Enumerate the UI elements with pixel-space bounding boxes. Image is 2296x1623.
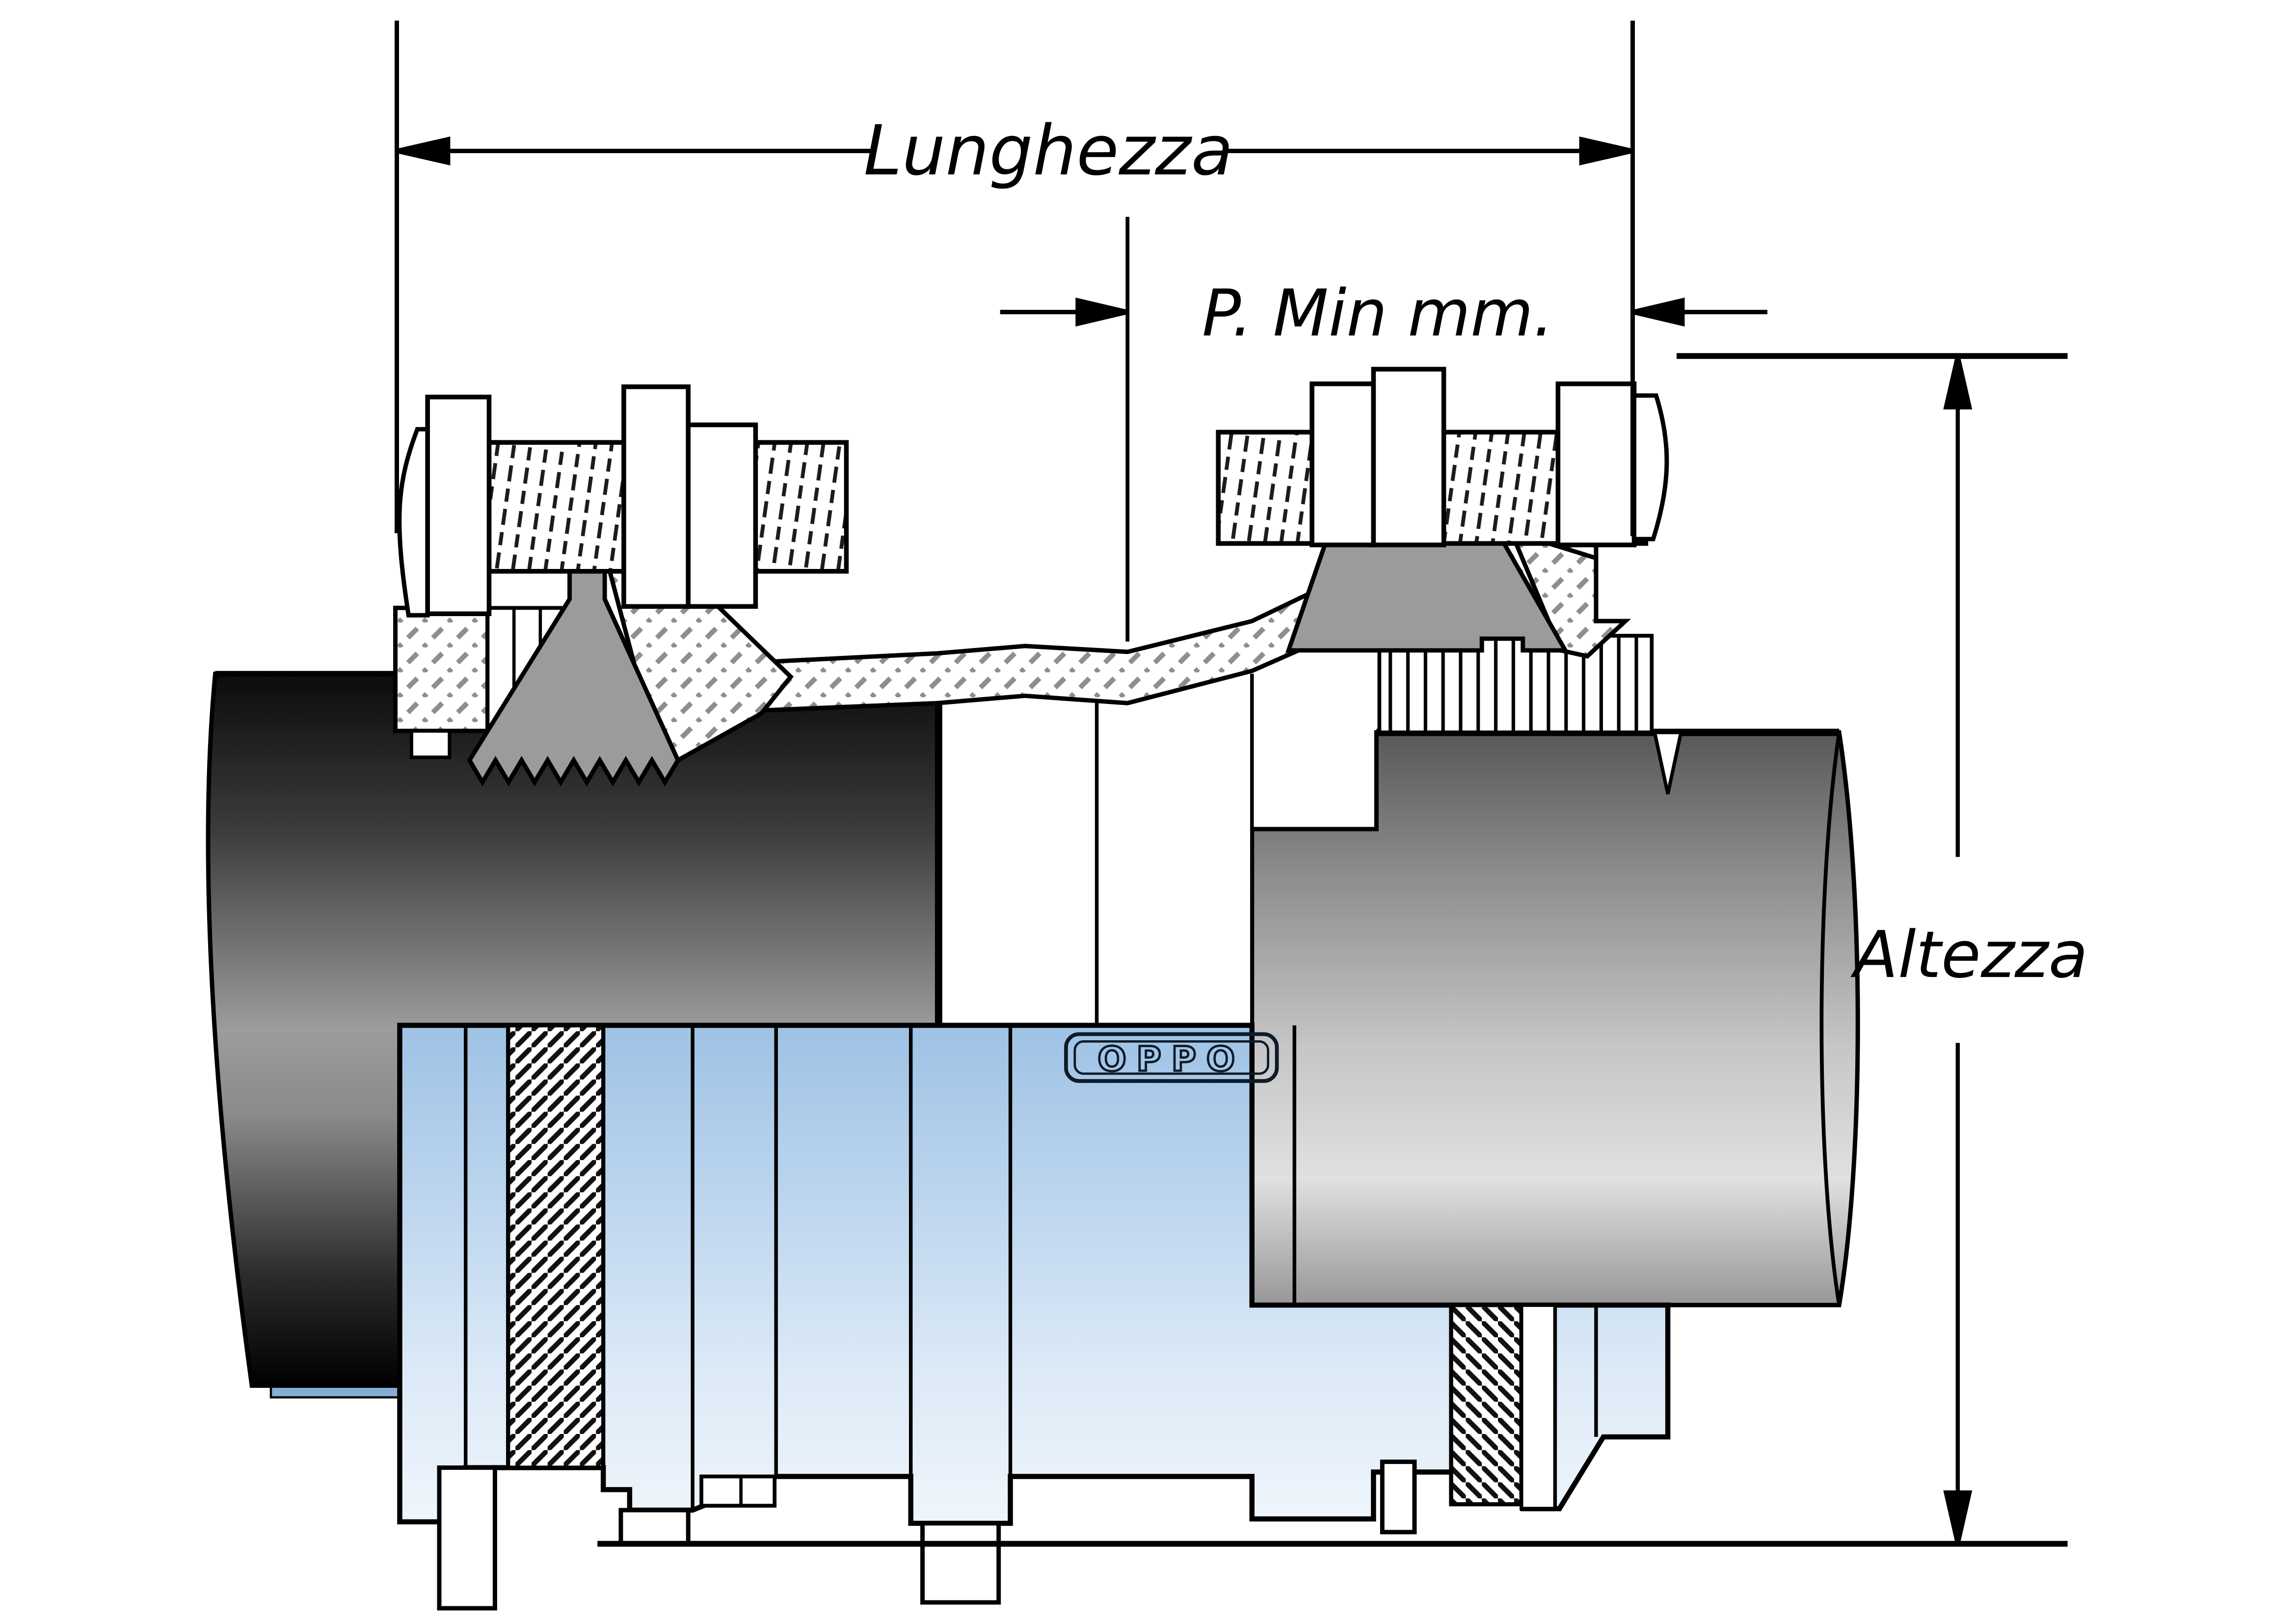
right-bolt-assembly [1216, 367, 1669, 547]
logo-text: OPPO [1097, 1040, 1245, 1079]
coupling-sleeve-gap [937, 641, 1254, 1305]
pmin-arrow-right [1632, 298, 1685, 327]
coupling-body [397, 1023, 1671, 1611]
brand-logo: OPPO [1064, 1032, 1279, 1083]
right-pipe-end-rim [1819, 732, 1842, 1306]
left-bolt-assembly [397, 384, 849, 618]
left-gasket [467, 568, 681, 787]
left-bolt-nut [621, 384, 691, 609]
left-grip-band [506, 1023, 606, 1470]
left-flange-step [409, 729, 452, 759]
lug-center-small [699, 1474, 777, 1508]
lug-center [920, 1521, 1001, 1605]
right-flange-white-band [1520, 1303, 1557, 1511]
lug-right [1380, 1460, 1417, 1535]
right-bolt-head [1632, 393, 1669, 541]
pmin-label: P. Min mm. [1202, 275, 1554, 351]
left-bolt-head [397, 427, 430, 618]
right-pipe [1250, 729, 1860, 1307]
left-bolt-washer-front [425, 394, 492, 617]
dimension-annotations [395, 20, 2068, 1547]
lunghezza-arrow-left [396, 136, 451, 165]
right-bolt-washer [1555, 381, 1637, 547]
logo-outer-frame [1064, 1032, 1279, 1083]
altezza-label: Altezza [1850, 917, 2088, 992]
right-pipe-body [1250, 730, 1860, 1307]
lug-left-tall [437, 1465, 497, 1611]
lunghezza-arrow-right [1579, 136, 1633, 165]
right-bolt-nut [1371, 367, 1446, 547]
left-bolt-washer [686, 422, 758, 609]
pipe-surface-notch [1652, 730, 1683, 794]
lug-left-small [618, 1508, 691, 1546]
altezza-arrow-down [1943, 1490, 1973, 1544]
left-flange-block [393, 605, 490, 733]
pmin-arrow-left [1075, 298, 1128, 327]
altezza-arrow-up [1943, 355, 1973, 410]
right-bolt-washer-front [1309, 381, 1376, 547]
logo-inner-frame [1073, 1040, 1270, 1075]
lunghezza-label: Lunghezza [864, 111, 1233, 191]
right-grip-band [1449, 1303, 1523, 1507]
